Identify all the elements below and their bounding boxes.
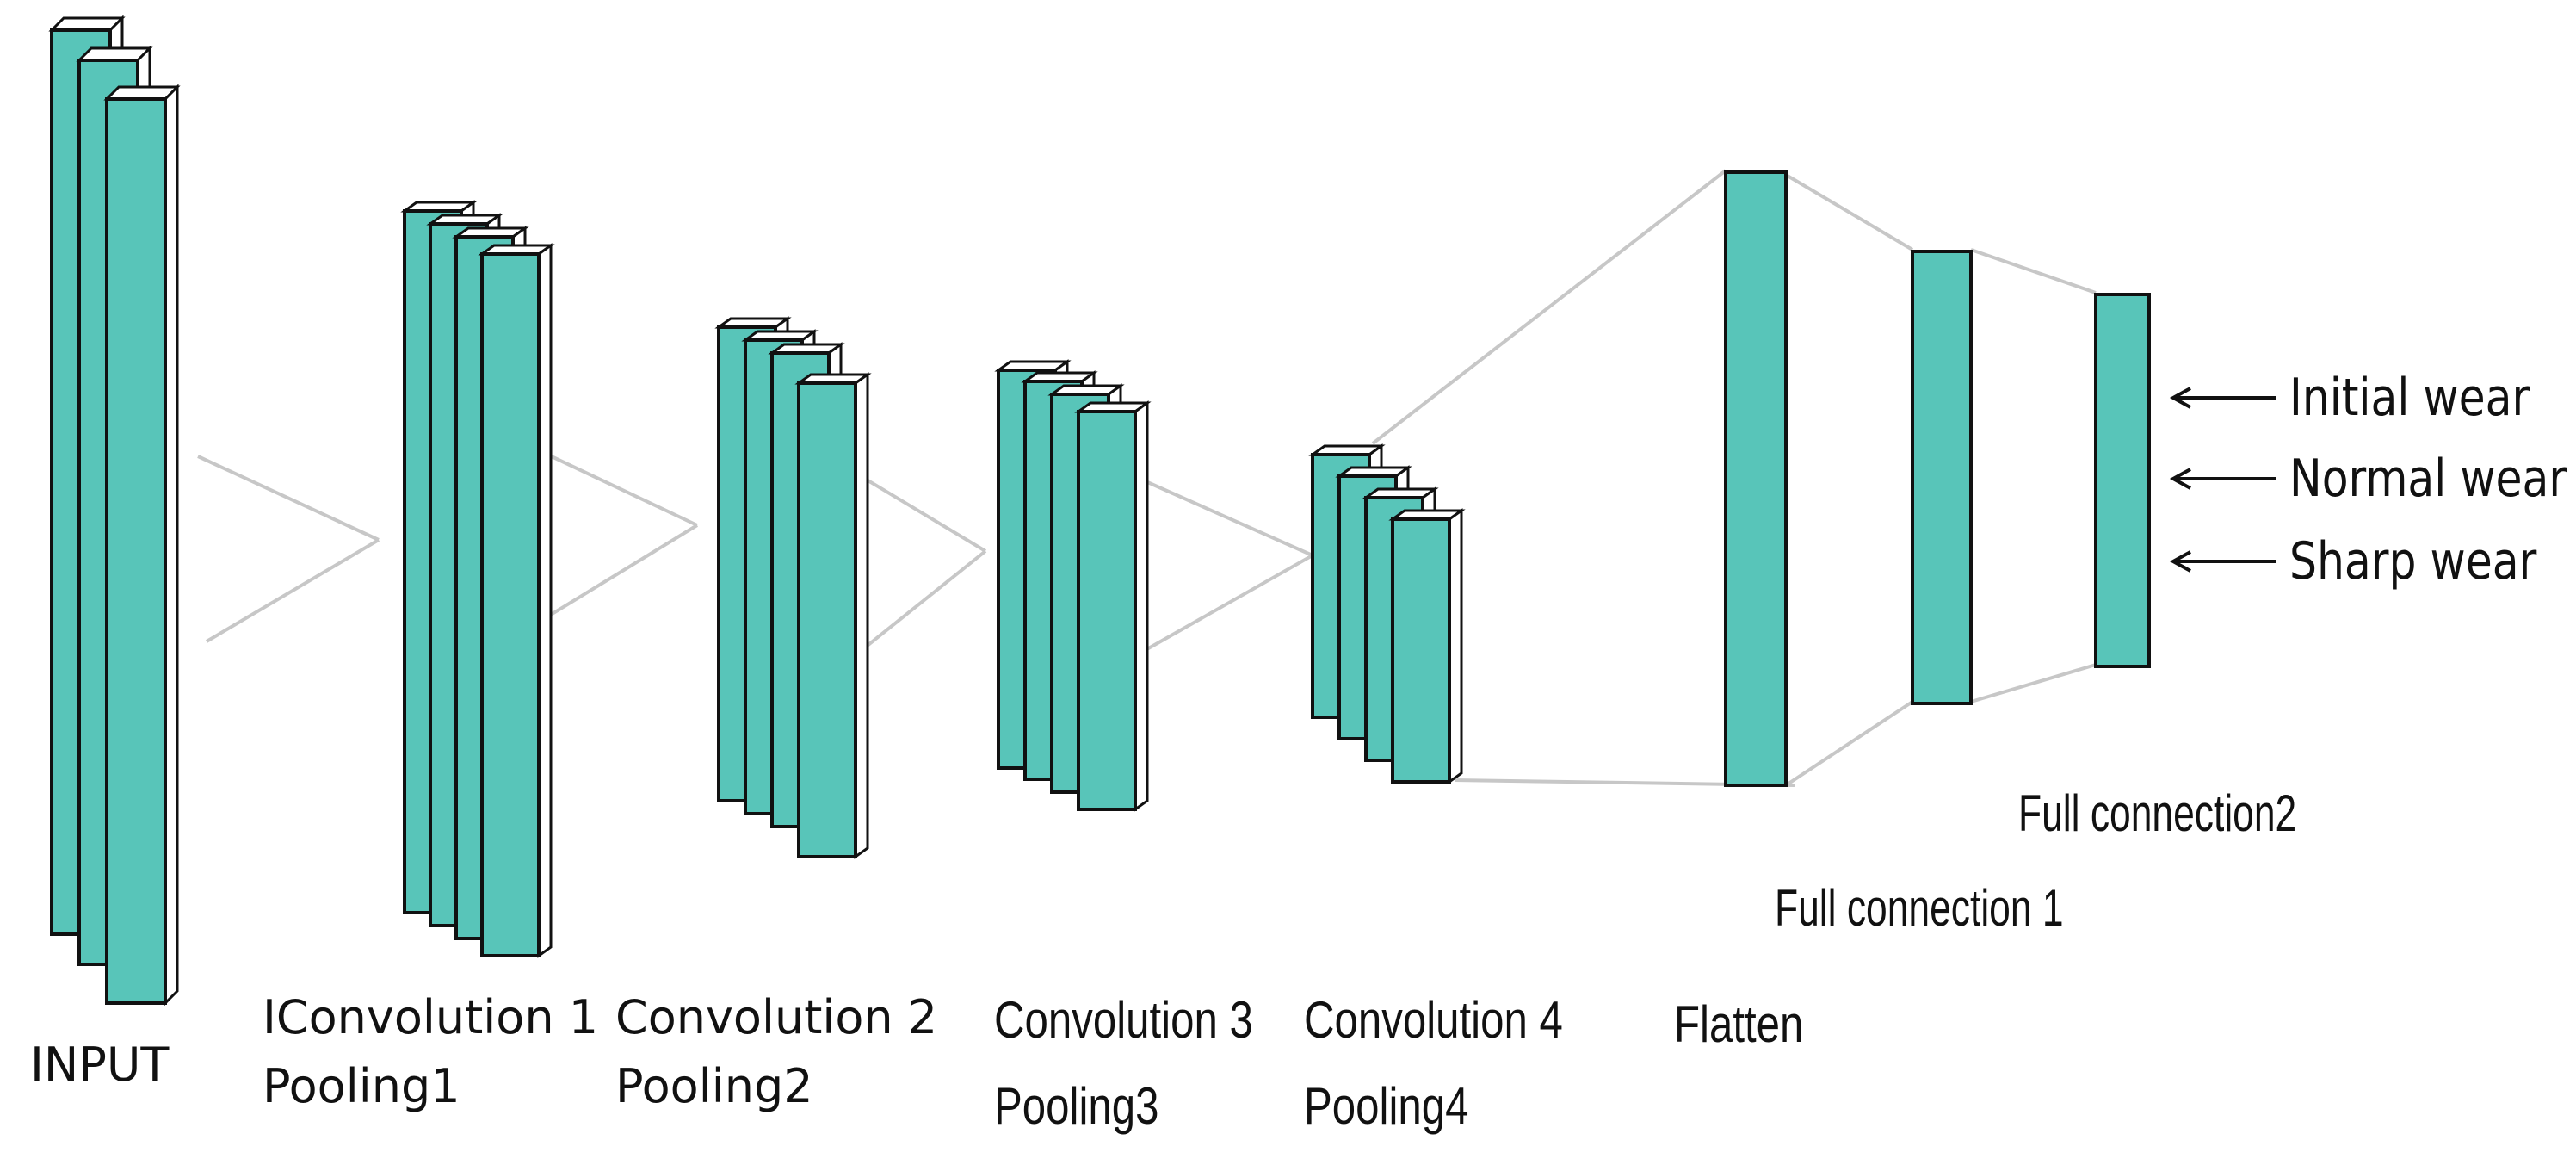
layer-label-conv1-line-1: IConvolution 1 bbox=[263, 990, 598, 1044]
feature-map-side-4 bbox=[1134, 400, 1149, 812]
layer-label-conv3-line-1: Convolution 3 bbox=[994, 990, 1253, 1049]
layer-label-conv4-line-2: Pooling4 bbox=[1304, 1076, 1468, 1135]
feature-map-4 bbox=[1391, 517, 1451, 784]
layer-label-input-line-1: INPUT bbox=[30, 1038, 170, 1092]
connector-line-14 bbox=[1970, 663, 2097, 703]
arrow-left-icon bbox=[2169, 550, 2276, 573]
layer-block-input bbox=[48, 15, 181, 1007]
output-class-label: Sharp wear bbox=[2289, 532, 2537, 592]
arrow-left-icon bbox=[2169, 387, 2276, 409]
layer-block-flatten bbox=[1724, 170, 1788, 787]
output-class-1: Initial wear bbox=[2169, 369, 2530, 428]
connector-line-9 bbox=[1371, 169, 1727, 445]
output-class-3: Sharp wear bbox=[2169, 532, 2537, 592]
feature-map-side-4 bbox=[1448, 508, 1463, 784]
layer-label-conv1-line-2: Pooling1 bbox=[263, 1059, 460, 1113]
layer-connectors bbox=[197, 169, 2097, 787]
connector-line-11 bbox=[1784, 173, 1914, 251]
layer-block-fc2 bbox=[2094, 293, 2151, 668]
feature-map-4 bbox=[1077, 410, 1137, 811]
layer-blocks bbox=[48, 15, 2151, 1007]
output-class-2: Normal wear bbox=[2169, 449, 2567, 509]
connector-line-2 bbox=[205, 538, 380, 643]
layer-block-conv4 bbox=[1308, 443, 1466, 784]
feature-map-3 bbox=[105, 97, 167, 1005]
connector-line-1 bbox=[197, 455, 380, 542]
feature-map-side-3 bbox=[164, 84, 179, 1007]
layer-label-fc1-line-1: Full connection 1 bbox=[1775, 880, 2064, 938]
layer-label-conv3-line-2: Pooling3 bbox=[994, 1076, 1158, 1135]
connector-line-7 bbox=[1137, 476, 1313, 557]
connector-line-12 bbox=[1784, 700, 1914, 787]
layer-block-fc1 bbox=[1911, 250, 1973, 705]
connector-line-8 bbox=[1137, 554, 1313, 656]
connector-line-13 bbox=[1970, 248, 2097, 294]
layer-block-conv3 bbox=[994, 359, 1152, 812]
connector-line-4 bbox=[541, 524, 699, 622]
arrow-left-icon bbox=[2169, 468, 2276, 490]
layer-label-fc2-line-1: Full connection2 bbox=[2018, 785, 2296, 843]
feature-map-4 bbox=[480, 252, 541, 957]
layer-block-conv2 bbox=[714, 316, 872, 859]
connector-line-3 bbox=[541, 450, 698, 527]
layer-label-conv4-line-1: Convolution 4 bbox=[1304, 990, 1563, 1049]
layer-label-conv2-line-1: Convolution 2 bbox=[615, 990, 937, 1044]
layer-block-conv1 bbox=[400, 200, 555, 958]
output-class-label: Normal wear bbox=[2289, 449, 2567, 509]
connector-line-6 bbox=[855, 549, 987, 656]
layer-label-conv2-line-2: Pooling2 bbox=[615, 1059, 813, 1113]
layer-label-flatten-line-1: Flatten bbox=[1674, 994, 1803, 1053]
feature-map-side-4 bbox=[537, 243, 553, 958]
feature-map-side-4 bbox=[854, 372, 869, 859]
connector-line-5 bbox=[855, 472, 987, 553]
feature-map-4 bbox=[797, 381, 857, 858]
layer-labels: INPUT IConvolution 1 Pooling1 Convolution 2… bbox=[30, 785, 2296, 1136]
output-class-label: Initial wear bbox=[2289, 369, 2530, 428]
